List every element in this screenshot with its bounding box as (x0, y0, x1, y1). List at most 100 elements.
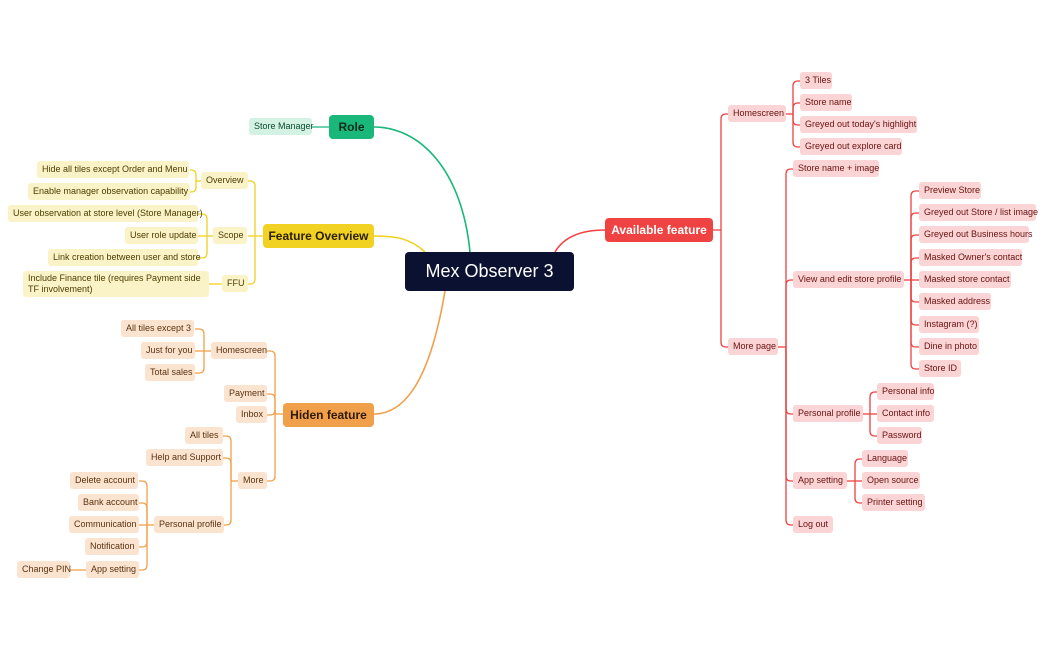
node-password[interactable]: Password (877, 427, 922, 444)
connector-line (910, 234, 919, 280)
node-preview-store[interactable]: Preview Store (919, 182, 981, 199)
connector-line (720, 230, 728, 348)
node-printer-setting[interactable]: Printer setting (862, 494, 925, 511)
node-app-setting[interactable]: App setting (86, 561, 139, 578)
node-user-role-update[interactable]: User role update (125, 227, 198, 244)
connector-line (910, 280, 919, 370)
node-store-name-image[interactable]: Store name + image (793, 160, 879, 177)
node-enable-manager-observation-capability[interactable]: Enable manager observation capability (28, 183, 190, 200)
connector-line (190, 169, 197, 181)
node-homescreen[interactable]: Homescreen (728, 105, 786, 122)
node-3-tiles[interactable]: 3 Tiles (800, 72, 832, 89)
node-feature-overview[interactable]: Feature Overview (263, 224, 374, 248)
node-masked-owner-s-contact[interactable]: Masked Owner's contact (919, 249, 1022, 266)
connector-line (267, 409, 276, 416)
node-greyed-out-explore-card[interactable]: Greyed out explore card (800, 138, 902, 155)
node-instagram[interactable]: Instagram (?) (919, 316, 979, 333)
node-masked-address[interactable]: Masked address (919, 293, 991, 310)
node-store-name[interactable]: Store name (800, 94, 852, 111)
node-personal-profile[interactable]: Personal profile (793, 405, 863, 422)
connector-line (198, 213, 208, 236)
node-ffu[interactable]: FFU (222, 275, 248, 292)
connector-line (267, 350, 276, 414)
node-scope[interactable]: Scope (213, 227, 247, 244)
connector-line (223, 435, 232, 481)
connector-line (910, 280, 919, 303)
connector-line (785, 279, 793, 347)
connector-line (139, 525, 148, 571)
connector-line (223, 457, 232, 481)
connector-line (248, 236, 256, 285)
node-personal-info[interactable]: Personal info (877, 383, 935, 400)
node-store-manager[interactable]: Store Manager (249, 118, 314, 135)
connector-line (373, 235, 426, 253)
node-greyed-out-store-list-image[interactable]: Greyed out Store / list image (919, 204, 1038, 221)
node-hide-all-tiles-except-order-and-menu[interactable]: Hide all tiles except Order and Menu (37, 161, 189, 178)
node-communication[interactable]: Communication (69, 516, 139, 533)
connector-line (854, 481, 862, 504)
node-total-sales[interactable]: Total sales (145, 364, 195, 381)
node-available-feature[interactable]: Available feature (605, 218, 713, 242)
connector-line (792, 114, 800, 148)
connector-line (554, 229, 606, 253)
connector-line (792, 114, 800, 126)
connector-line (910, 257, 919, 280)
connector-line (792, 102, 800, 114)
connector-line (195, 328, 205, 351)
node-language[interactable]: Language (862, 450, 908, 467)
connector-line (248, 180, 256, 236)
node-help-and-support[interactable]: Help and Support (146, 449, 223, 466)
node-overview[interactable]: Overview (201, 172, 248, 189)
node-dine-in-photo[interactable]: Dine in photo (919, 338, 979, 355)
node-all-tiles[interactable]: All tiles (185, 427, 223, 444)
node-hiden-feature[interactable]: Hiden feature (283, 403, 374, 427)
node-store-id[interactable]: Store ID (919, 360, 961, 377)
node-log-out[interactable]: Log out (793, 516, 833, 533)
connector-line (223, 481, 232, 526)
connector-line (373, 126, 471, 253)
node-more[interactable]: More (238, 472, 267, 489)
node-payment[interactable]: Payment (224, 385, 267, 402)
connector-line (720, 113, 728, 230)
connector-line (139, 525, 148, 548)
node-role[interactable]: Role (329, 115, 374, 139)
node-personal-profile[interactable]: Personal profile (154, 516, 224, 533)
node-include-finance-tile-requires-payment-side-tf-involvement[interactable]: Include Finance tile (requires Payment s… (23, 271, 209, 297)
connector-line (869, 391, 877, 414)
node-greyed-out-today-s-highlight[interactable]: Greyed out today's highlight (800, 116, 917, 133)
node-open-source[interactable]: Open source (862, 472, 920, 489)
connector-line (139, 502, 148, 525)
node-link-creation-between-user-and-store[interactable]: Link creation between user and store (48, 249, 201, 266)
node-homescreen[interactable]: Homescreen (211, 342, 267, 359)
connector-line (139, 480, 148, 525)
node-just-for-you[interactable]: Just for you (141, 342, 195, 359)
node-inbox[interactable]: Inbox (236, 406, 267, 423)
connector-line (195, 351, 205, 374)
node-notification[interactable]: Notification (85, 538, 139, 555)
node-change-pin[interactable]: Change PIN (17, 561, 71, 578)
connector-line (910, 280, 919, 348)
connector-line (792, 80, 800, 114)
connector-line (373, 290, 446, 415)
node-masked-store-contact[interactable]: Masked store contact (919, 271, 1011, 288)
node-user-observation-at-store-level-store-manager[interactable]: User observation at store level (Store M… (8, 205, 203, 222)
connector-line (854, 458, 862, 481)
connector-line (267, 393, 276, 414)
node-all-tiles-except-3[interactable]: All tiles except 3 (121, 320, 194, 337)
node-view-and-edit-store-profile[interactable]: View and edit store profile (793, 271, 904, 288)
connector-line (198, 236, 208, 259)
node-contact-info[interactable]: Contact info (877, 405, 934, 422)
node-bank-account[interactable]: Bank account (78, 494, 139, 511)
node-more-page[interactable]: More page (728, 338, 778, 355)
connector-line (910, 212, 919, 280)
node-greyed-out-business-hours[interactable]: Greyed out Business hours (919, 226, 1033, 243)
node-delete-account[interactable]: Delete account (70, 472, 138, 489)
connector-line (910, 190, 919, 280)
connector-line (785, 347, 793, 526)
connector-line (785, 168, 793, 347)
node-app-setting[interactable]: App setting (793, 472, 847, 489)
node-mex-observer-3[interactable]: Mex Observer 3 (405, 252, 574, 291)
connector-line (869, 414, 877, 437)
